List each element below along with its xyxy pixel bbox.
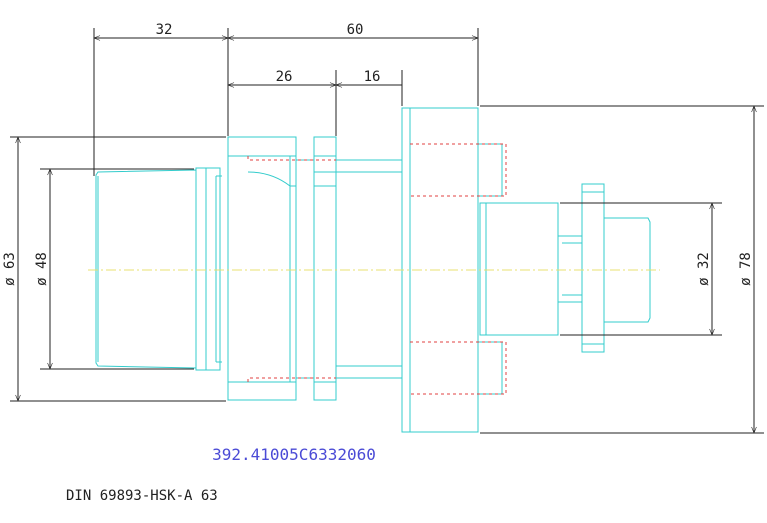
hidden-lines bbox=[247, 143, 507, 395]
hsk-taper-shank bbox=[95, 167, 222, 371]
dim-32-label: 32 bbox=[156, 22, 173, 38]
dim-26-label: 26 bbox=[276, 69, 293, 85]
main-flange bbox=[401, 107, 503, 433]
dim-dia63-label: ø 63 bbox=[2, 252, 18, 286]
dim-dia48-label: ø 48 bbox=[34, 252, 50, 286]
dim-16-label: 16 bbox=[364, 69, 381, 85]
dim-60-label: 60 bbox=[347, 22, 364, 38]
end-ring bbox=[581, 183, 651, 353]
dim-dia32-label: ø 32 bbox=[696, 252, 712, 286]
spigot bbox=[479, 202, 583, 336]
hsk-collar bbox=[227, 136, 337, 401]
part-number-label: 392.41005C6332060 bbox=[212, 445, 376, 464]
neck bbox=[336, 159, 402, 379]
dimensions: 32 60 26 16 ø 63 ø 48 ø 32 ø 78 bbox=[2, 22, 764, 434]
dim-dia78-label: ø 78 bbox=[738, 252, 754, 286]
standard-label: DIN 69893-HSK-A 63 bbox=[66, 488, 218, 504]
